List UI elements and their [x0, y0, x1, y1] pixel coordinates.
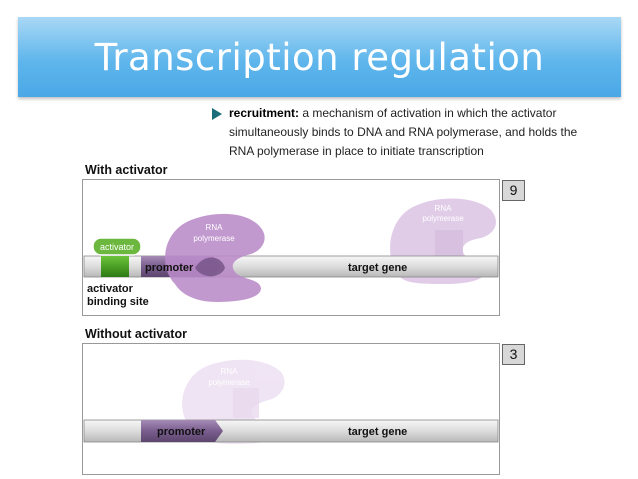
bound-rnap-label-2: polymerase	[193, 234, 235, 243]
without-activator-diagram: RNA polymerase promoter target gene	[83, 359, 499, 444]
with-activator-diagram: RNA polymerase activator RNA polymerase …	[83, 198, 499, 308]
target-gene-label: target gene	[348, 426, 407, 438]
promoter-label: promoter	[157, 426, 206, 438]
definition-line-3: RNA polymerase in place to initiate tran…	[229, 144, 484, 158]
title-bar: Transcription regulation	[18, 17, 621, 97]
bound-rnap-label-1: RNA	[206, 223, 224, 232]
target-gene-label: target gene	[348, 262, 407, 274]
bound-rna-polymerase: RNA polymerase	[165, 213, 265, 302]
faded-rnap-label-1: RNA	[221, 367, 239, 376]
with-activator-label: With activator	[85, 163, 168, 177]
binding-site-label-1: activator	[87, 283, 134, 295]
definition-bullet: recruitment: a mechanism of activation i…	[212, 104, 612, 161]
without-activator-panel: RNA polymerase promoter target gene	[82, 343, 500, 475]
free-rnap-label-1: RNA	[435, 204, 453, 213]
without-activator-count: 3	[502, 344, 525, 365]
binding-site-label-2: binding site	[87, 296, 149, 308]
activator-protein: activator	[92, 237, 142, 256]
definition-line-1: a mechanism of activation in which the a…	[299, 106, 557, 120]
with-activator-count: 9	[502, 180, 525, 201]
promoter-region	[141, 420, 223, 442]
without-activator-label: Without activator	[85, 327, 187, 341]
faded-rnap-label-2: polymerase	[208, 378, 250, 387]
activator-binding-site	[101, 256, 129, 277]
definition-line-2: simultaneously binds to DNA and RNA poly…	[229, 125, 578, 139]
definition-text: recruitment: a mechanism of activation i…	[229, 104, 612, 161]
bullet-arrow-icon	[212, 108, 222, 120]
with-activator-panel: RNA polymerase activator RNA polymerase …	[82, 179, 500, 316]
free-rnap-label-2: polymerase	[422, 214, 464, 223]
definition-term: recruitment:	[229, 106, 300, 120]
activator-label: activator	[100, 242, 134, 252]
slide-title: Transcription regulation	[94, 36, 545, 79]
promoter-label: promoter	[145, 262, 194, 274]
